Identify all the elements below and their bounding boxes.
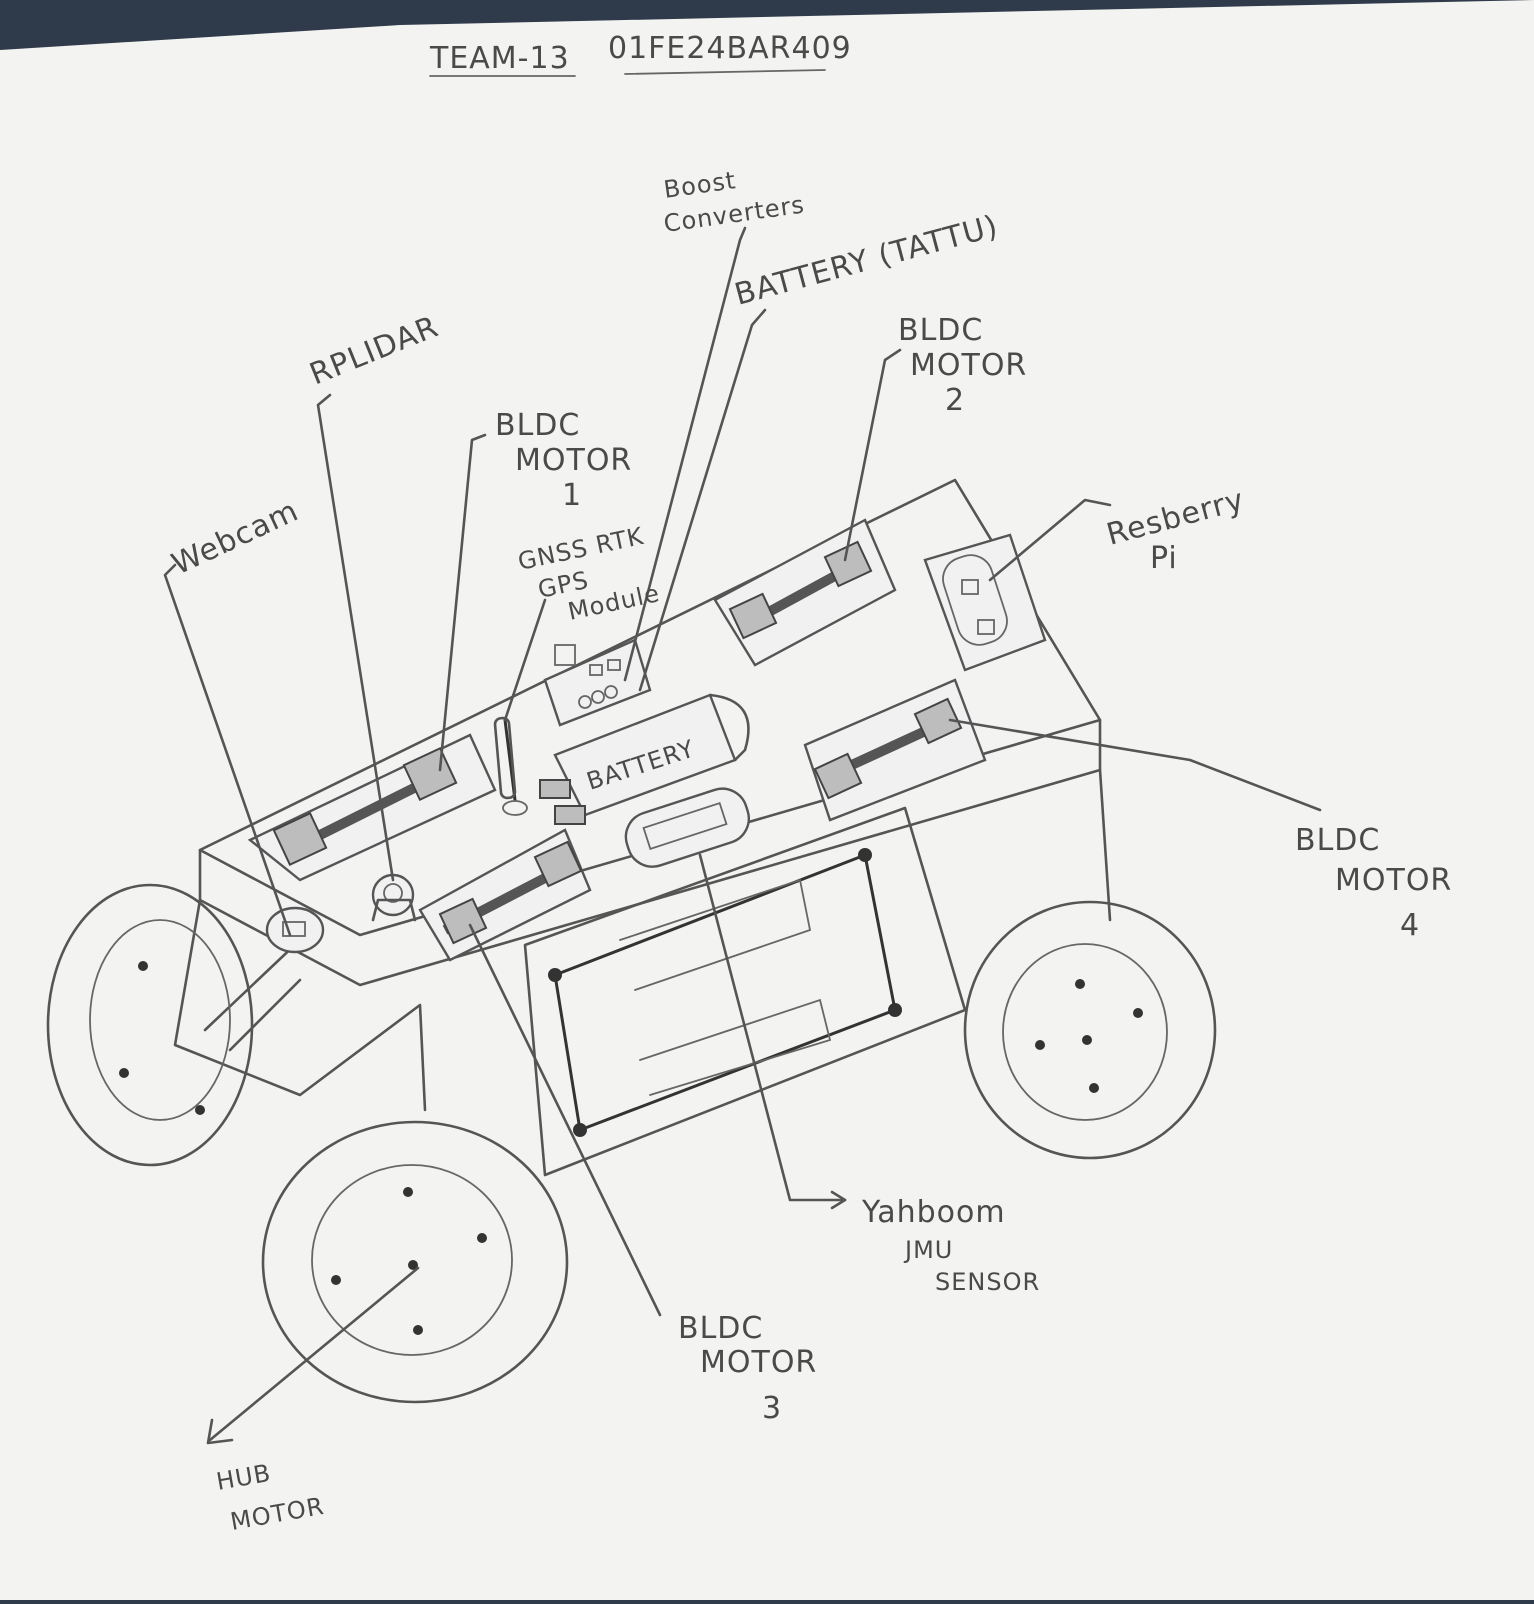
gnss-antenna: [493, 716, 528, 816]
boost-converter-board: [543, 638, 652, 727]
chassis: [173, 478, 1112, 1177]
header: TEAM-13 01FE24BAR409: [429, 31, 852, 77]
wheel-rear: [963, 900, 1217, 1160]
rear-leg: [1098, 768, 1112, 922]
imu-label-2: JMU: [903, 1236, 953, 1264]
hub-leader: [208, 1266, 420, 1442]
team-code: 01FE24BAR409: [608, 31, 852, 66]
motor-mount-2: [713, 518, 897, 667]
motor-mount-1: [247, 733, 497, 882]
raspberry-label-2: Pi: [1150, 541, 1178, 576]
battery-leader: [638, 308, 767, 692]
wheel-front-left: [46, 883, 254, 1167]
bldc1-label-2: MOTOR: [515, 443, 632, 478]
frame-strut: [203, 938, 302, 1032]
bldc3-label-2: MOTOR: [700, 1345, 817, 1380]
rplidar-leader: [316, 393, 395, 882]
imu-label-1: Yahboom: [861, 1195, 1006, 1230]
wheel-front-right: [261, 1120, 569, 1404]
hub-arrowhead: [206, 1418, 234, 1445]
bldc3-leader: [468, 923, 662, 1317]
webcam-device: [265, 906, 325, 954]
bldc2-label-1: BLDC: [898, 313, 983, 348]
bldc4-label-1: BLDC: [1295, 823, 1380, 858]
frame-strut-2: [228, 978, 302, 1052]
motor-mount-4: [803, 678, 987, 822]
rplidar-device: [371, 873, 417, 922]
leader-lines: [163, 226, 1322, 1445]
bldc2-leader: [843, 348, 902, 562]
imu-label-3: SENSOR: [935, 1268, 1040, 1296]
imu-leader: [698, 853, 847, 1202]
lower-body: [523, 806, 967, 1177]
imu-sensor: [624, 787, 751, 868]
team-label: TEAM-13: [429, 41, 570, 76]
bldc3-label-3: 3: [762, 1391, 782, 1426]
webcam-leader: [163, 563, 292, 937]
bldc1-label-1: BLDC: [495, 408, 580, 443]
lower-board: [548, 848, 902, 1137]
bldc4-label-2: MOTOR: [1335, 863, 1452, 898]
bldc4-label-3: 4: [1400, 908, 1420, 943]
motor-mount-3: [418, 828, 592, 962]
raspberry-leader: [988, 498, 1112, 582]
raspberry-pi-board: [923, 533, 1047, 672]
bldc1-label-3: 1: [562, 478, 582, 513]
bldc1-leader: [438, 433, 487, 772]
imu-arrowhead: [830, 1190, 847, 1210]
code-underline: [624, 69, 826, 75]
bldc4-leader: [948, 718, 1322, 812]
bldc3-label-1: BLDC: [678, 1311, 763, 1346]
bldc2-label-3: 2: [945, 383, 965, 418]
platform-side: [198, 718, 1102, 987]
front-frame: [173, 898, 427, 1112]
boost-leader: [623, 226, 747, 682]
gnss-leader: [503, 598, 547, 722]
bldc2-label-2: MOTOR: [910, 348, 1027, 383]
